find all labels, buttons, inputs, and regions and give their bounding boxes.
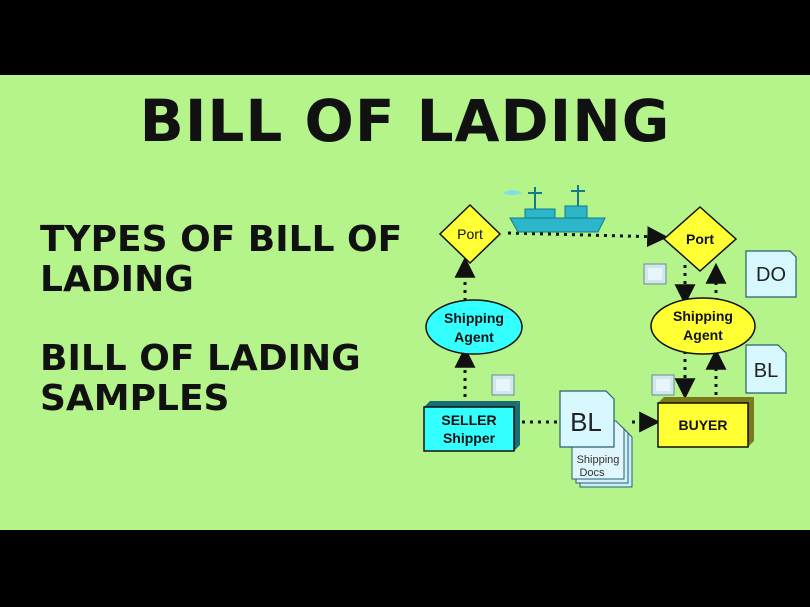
svg-text:Shipping: Shipping — [673, 308, 733, 324]
bl-center-label: BL — [570, 407, 602, 437]
svg-text:Shipping: Shipping — [577, 454, 620, 466]
svg-text:Docs: Docs — [579, 467, 605, 479]
shipping-docs-line-2: Docs — [579, 467, 605, 479]
svg-text:Agent: Agent — [683, 327, 723, 343]
shipping-docs-line-1: Shipping — [577, 454, 620, 466]
svg-text:SELLER: SELLER — [441, 412, 496, 428]
ship-icon — [503, 185, 606, 233]
doc-icon-right-top — [643, 263, 667, 285]
bill-of-lading-document-stack: Shipping Docs BL — [559, 390, 633, 488]
topic-bill-of-lading-samples: BILL OF LADING SAMPLES — [40, 338, 361, 419]
agent-left-line-2: Agent — [454, 329, 494, 345]
page-title: BILL OF LADING — [139, 87, 671, 155]
doc-icon-left — [491, 374, 515, 396]
port-left-node: Port — [438, 203, 502, 265]
arrow-port-to-port — [507, 226, 669, 248]
do-label: DO — [756, 264, 786, 286]
port-right-node: Port — [662, 205, 738, 273]
svg-text:Shipper: Shipper — [443, 430, 496, 446]
seller-line-1: SELLER — [441, 412, 496, 428]
bill-of-lading-right-document: BL — [745, 344, 787, 394]
flow-arrows — [454, 226, 727, 433]
buyer-node: BUYER — [657, 397, 754, 448]
port-right-label: Port — [686, 231, 714, 247]
slide: BILL OF LADING TYPES OF BILL OF LADING B… — [0, 75, 810, 530]
port-left-label: Port — [457, 226, 483, 242]
doc-icon-right-bottom — [651, 374, 675, 396]
seller-line-2: Shipper — [443, 430, 496, 446]
svg-text:Shipping: Shipping — [444, 310, 504, 326]
topic-types-of-bill-of-lading: TYPES OF BILL OF LADING — [40, 219, 403, 300]
svg-text:Agent: Agent — [454, 329, 494, 345]
bl-right-label: BL — [754, 360, 778, 382]
seller-shipper-node: SELLER Shipper — [423, 401, 520, 452]
agent-left-line-1: Shipping — [444, 310, 504, 326]
bill-of-lading-flow-diagram: Port Port Shipping Agent Shipping Agent — [423, 185, 797, 488]
buyer-label: BUYER — [678, 417, 727, 433]
agent-right-line-1: Shipping — [673, 308, 733, 324]
shipping-agent-left-node: Shipping Agent — [425, 299, 523, 355]
delivery-order-document: DO — [745, 250, 797, 298]
agent-right-line-2: Agent — [683, 327, 723, 343]
shipping-agent-right-node: Shipping Agent — [650, 297, 756, 355]
